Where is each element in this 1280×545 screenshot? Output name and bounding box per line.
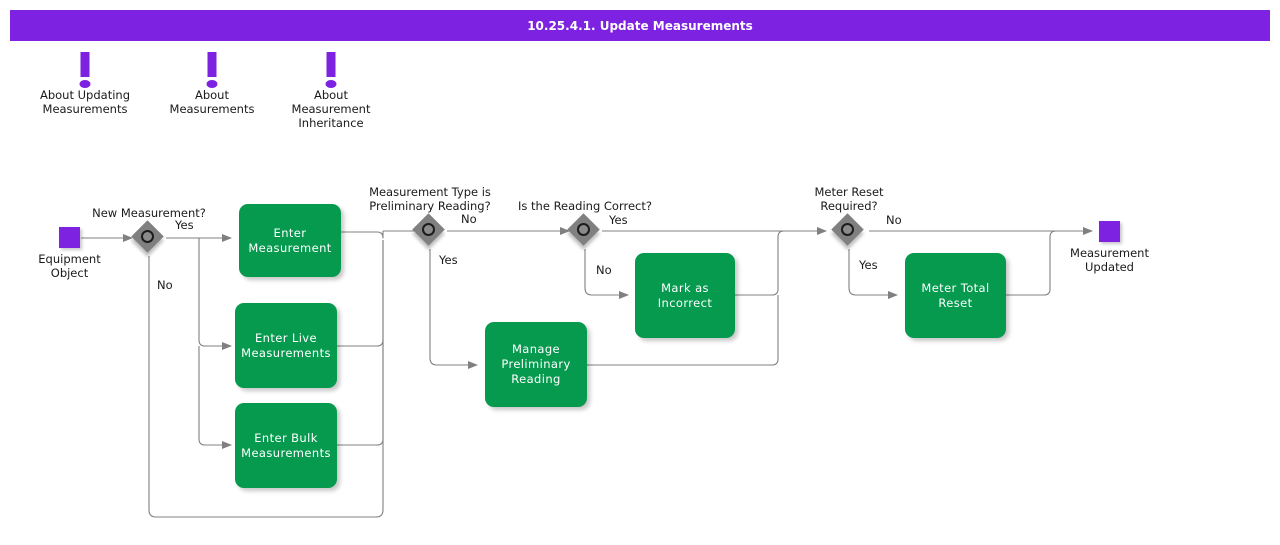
page-title-bar: 10.25.4.1. Update Measurements [10, 10, 1270, 41]
exclamation-dot [325, 80, 337, 88]
note-about-measurement-inheritance[interactable]: About Measurement Inheritance [271, 48, 391, 130]
note-about-updating-measurements[interactable]: About Updating Measurements [25, 48, 145, 116]
process-label: Enter Bulk Measurements [241, 430, 331, 460]
process-meter-total-reset[interactable]: Meter Total Reset [905, 253, 1006, 338]
edge-label-d1-no: No [157, 278, 173, 292]
terminal-label: Measurement Updated [1070, 246, 1149, 274]
note-about-measurements[interactable]: About Measurements [152, 48, 272, 116]
process-enter-live-measurements[interactable]: Enter Live Measurements [235, 303, 337, 388]
decision-ring-icon [841, 223, 854, 236]
process-label: Manage Preliminary Reading [501, 342, 571, 386]
process-label: Mark as Incorrect [657, 280, 713, 310]
decision-ring-icon [422, 223, 435, 236]
process-mark-as-incorrect[interactable]: Mark as Incorrect [635, 253, 735, 338]
terminal-label: Equipment Object [38, 252, 101, 280]
edge-label-d3-no: No [596, 263, 612, 277]
edge-label-d1-yes: Yes [175, 218, 194, 232]
terminal-square [1099, 221, 1120, 242]
edge-label-d2-no: No [461, 212, 477, 226]
decision-meter-reset-required[interactable]: Meter Reset Required? [814, 185, 884, 247]
decision-caption: Meter Reset Required? [814, 185, 884, 213]
end-node-measurement-updated[interactable]: Measurement Updated [1070, 221, 1149, 274]
process-enter-bulk-measurements[interactable]: Enter Bulk Measurements [235, 403, 337, 488]
note-label: About Measurements [169, 88, 255, 116]
decision-caption: Measurement Type is Preliminary Reading? [369, 185, 491, 213]
exclamation-icon [271, 48, 391, 88]
exclamation-bar [326, 52, 336, 77]
decision-ring-icon [141, 230, 154, 243]
start-node-equipment-object[interactable]: Equipment Object [38, 227, 101, 280]
exclamation-icon [152, 48, 272, 88]
decision-caption: Is the Reading Correct? [518, 199, 652, 213]
decision-is-reading-correct[interactable]: Is the Reading Correct? [518, 199, 652, 247]
edge-label-d2-yes: Yes [439, 253, 458, 267]
process-label: Enter Measurement [248, 225, 332, 255]
process-manage-preliminary-reading[interactable]: Manage Preliminary Reading [485, 322, 587, 407]
exclamation-dot [206, 80, 218, 88]
decision-new-measurement[interactable]: New Measurement? [92, 206, 206, 254]
exclamation-icon [25, 48, 145, 88]
note-label: About Measurement Inheritance [291, 88, 371, 130]
decision-measurement-type-preliminary[interactable]: Measurement Type is Preliminary Reading? [369, 185, 491, 247]
exclamation-bar [207, 52, 217, 77]
edge-label-d4-yes: Yes [859, 258, 878, 272]
decision-ring-icon [577, 223, 590, 236]
process-label: Enter Live Measurements [241, 330, 331, 360]
process-enter-measurement[interactable]: Enter Measurement [239, 204, 341, 277]
edge-label-d3-yes: Yes [609, 213, 628, 227]
page-title: 10.25.4.1. Update Measurements [527, 18, 753, 33]
exclamation-bar [80, 52, 90, 77]
exclamation-dot [79, 80, 91, 88]
edge-label-d4-no: No [886, 213, 902, 227]
decision-caption: New Measurement? [92, 206, 206, 220]
process-label: Meter Total Reset [921, 280, 990, 310]
terminal-square [59, 227, 80, 248]
note-label: About Updating Measurements [39, 88, 130, 116]
